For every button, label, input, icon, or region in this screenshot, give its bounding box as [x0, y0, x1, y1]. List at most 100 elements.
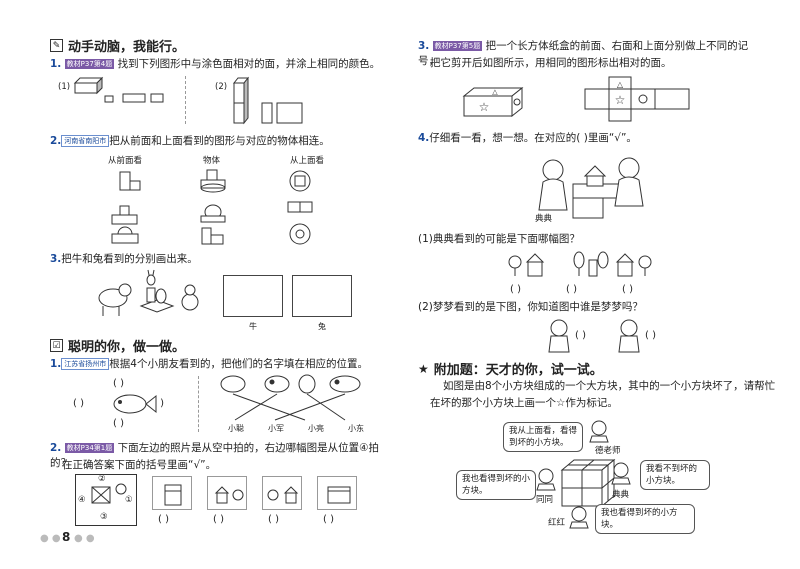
name-label: 小聪 — [228, 424, 244, 433]
part-label: (1) — [58, 82, 71, 92]
option-photo — [317, 476, 357, 510]
cow-answer-box[interactable] — [223, 275, 283, 317]
name-label: 小亮 — [308, 424, 324, 433]
position-label: ③ — [100, 512, 108, 522]
answer-paren[interactable]: ( ) — [323, 514, 334, 525]
tongtong-figure — [536, 468, 556, 491]
option-photo — [262, 476, 302, 510]
textbook-tag: 教材P34第1题 — [64, 443, 115, 453]
position-label: ② — [98, 474, 106, 484]
rabbit-answer-box[interactable] — [292, 275, 352, 317]
question-4: 1.江苏省扬州市根据4个小朋友看到的，把他们的名字填在相应的位置。 — [50, 357, 390, 372]
section-title-1: 动手动脑，我能行。 — [68, 40, 186, 55]
question-number: 4. — [418, 132, 430, 144]
answer-paren[interactable]: ( ) — [158, 514, 169, 525]
question-text: 仔细看一看，想一想。在对应的( )里画“√”。 — [429, 132, 637, 144]
answer-paren-right[interactable]: ( ) — [153, 398, 164, 409]
view-options — [508, 251, 652, 277]
teacher-label: 德老师 — [595, 446, 621, 456]
honghong-label: 红红 — [548, 518, 566, 528]
question-text-2: 把它剪开后如图所示，用相同的图形标出相对的面。 — [430, 57, 672, 69]
sub-question-1: (1)典典看到的可能是下面哪幅图？ — [418, 233, 580, 245]
match-figures — [111, 169, 313, 245]
rabbit-label: 兔 — [318, 322, 326, 331]
dian-figure — [611, 462, 631, 485]
option-photo — [207, 476, 247, 510]
question-number: 1. — [50, 58, 62, 70]
part-label: (2) — [215, 82, 228, 92]
answer-paren-left[interactable]: ( ) — [73, 398, 84, 409]
right-question-3: 3. 教材P37第5题 把一个长方体纸盒的前面、右面和上面分别做上不同的记号， — [418, 39, 768, 69]
cow-rabbit-illustration — [98, 269, 199, 316]
divider — [185, 76, 186, 124]
teacher-figure — [589, 420, 609, 443]
extra-title: 附加题：天才的你，试一试。 — [433, 363, 603, 378]
question-text: 把一个长方体纸盒的前面、右面和上面分别做上不同的记号， — [418, 40, 749, 67]
question-text: 根据4个小朋友看到的，把他们的名字填在相应的位置。 — [109, 358, 368, 370]
sub-question-2: (2)梦梦看到的是下图，你知道图中谁是梦梦吗？ — [418, 301, 643, 313]
option-photo — [152, 476, 192, 510]
svg-text:△: △ — [617, 80, 624, 89]
answer-paren[interactable]: ( ) — [268, 514, 279, 525]
page-number: 8 — [62, 530, 71, 544]
column-header-top: 从上面看 — [290, 156, 325, 166]
answer-paren[interactable]: ( ) — [622, 284, 633, 295]
column-header-object: 物体 — [203, 156, 221, 166]
speech-bubble-honghong: 我也看得到坏的小方块。 — [595, 504, 695, 534]
children-house-scene — [538, 157, 644, 219]
name-label: 小军 — [268, 424, 284, 433]
answer-paren-top[interactable]: ( ) — [113, 378, 124, 389]
shapes-figure-2 — [232, 76, 303, 125]
fish-drawing — [113, 394, 157, 414]
cow-label: 牛 — [249, 322, 257, 331]
cube-2x2x2 — [560, 458, 616, 508]
textbook-tag: 教材P37第4题 — [64, 59, 115, 69]
question-number: 2. — [50, 442, 62, 454]
svg-text:△: △ — [492, 88, 498, 96]
position-label: ④ — [78, 495, 86, 505]
question-3: 3.把牛和兔看到的分别画出来。 — [50, 252, 390, 267]
extra-text-2: 在坏的那个小方块上画一个☆作为标记。 — [430, 397, 618, 409]
page-dots: ● ● — [40, 533, 61, 544]
honghong-figure — [569, 506, 589, 529]
question-text: 把牛和兔看到的分别画出来。 — [61, 253, 198, 265]
section-header-2: ☑ 聪明的你，做一做。 — [50, 336, 185, 355]
star-icon: ★ — [418, 361, 429, 376]
answer-paren[interactable]: ( ) — [645, 330, 656, 341]
section-header-1: ✎ 动手动脑，我能行。 — [50, 36, 185, 55]
svg-text:☆: ☆ — [479, 100, 490, 114]
shapes-figure-1 — [73, 76, 164, 103]
column-header-front: 从前面看 — [108, 156, 143, 166]
tongtong-label: 同同 — [536, 495, 554, 505]
answer-paren[interactable]: ( ) — [510, 284, 521, 295]
position-label: ① — [125, 495, 133, 505]
extra-header: ★ 附加题：天才的你，试一试。 — [418, 359, 603, 379]
question-1: 1. 教材P37第4题 找到下列图形中与涂色面相对的面，并涂上相同的颜色。 — [50, 57, 390, 72]
textbook-tag: 教材P37第5题 — [432, 41, 483, 51]
answer-paren[interactable]: ( ) — [575, 330, 586, 341]
girls-figures — [548, 319, 640, 353]
question-5: 2. 教材P34第1题 下面左边的照片是从空中拍的，右边哪幅图是从位置④拍的？ — [50, 441, 395, 471]
right-question-4: 4.仔细看一看，想一想。在对应的( )里画“√”。 — [418, 131, 768, 146]
speech-bubble-teacher: 我从上面看，看得到坏的小方块。 — [503, 422, 583, 452]
question-number: 3. — [418, 40, 430, 52]
speech-bubble-dian: 我看不到坏的小方块。 — [640, 460, 710, 490]
box-net-figure: △ ☆ — [584, 76, 690, 122]
question-text: 下面左边的照片是从空中拍的，右边哪幅图是从位置④拍的？ — [50, 442, 379, 469]
checkbox-icon: ☑ — [50, 339, 63, 352]
question-text: 把从前面和上面看到的图形与对应的物体相连。 — [109, 135, 330, 147]
question-number: 2. — [50, 135, 62, 147]
extra-text-1: 如图是由8个小方块组成的一个大方块，其中的一个小方块坏了，请帮忙 — [443, 380, 776, 392]
question-text-2: 在正确答案下面的括号里画“√”。 — [62, 459, 217, 471]
region-tag: 河南省南阳市 — [61, 135, 110, 147]
four-views-lines — [220, 374, 361, 421]
aerial-photo — [75, 474, 137, 526]
svg-text:☆: ☆ — [615, 93, 626, 107]
answer-paren[interactable]: ( ) — [566, 284, 577, 295]
speech-bubble-tongtong: 我也看得到坏的小方块。 — [456, 470, 536, 500]
question-2: 2.河南省南阳市把从前面和上面看到的图形与对应的物体相连。 — [50, 134, 390, 149]
answer-paren[interactable]: ( ) — [213, 514, 224, 525]
page-dots: ● ● — [74, 533, 95, 544]
question-text: 找到下列图形中与涂色面相对的面，并涂上相同的颜色。 — [117, 58, 381, 70]
answer-paren-bottom[interactable]: ( ) — [113, 418, 124, 429]
